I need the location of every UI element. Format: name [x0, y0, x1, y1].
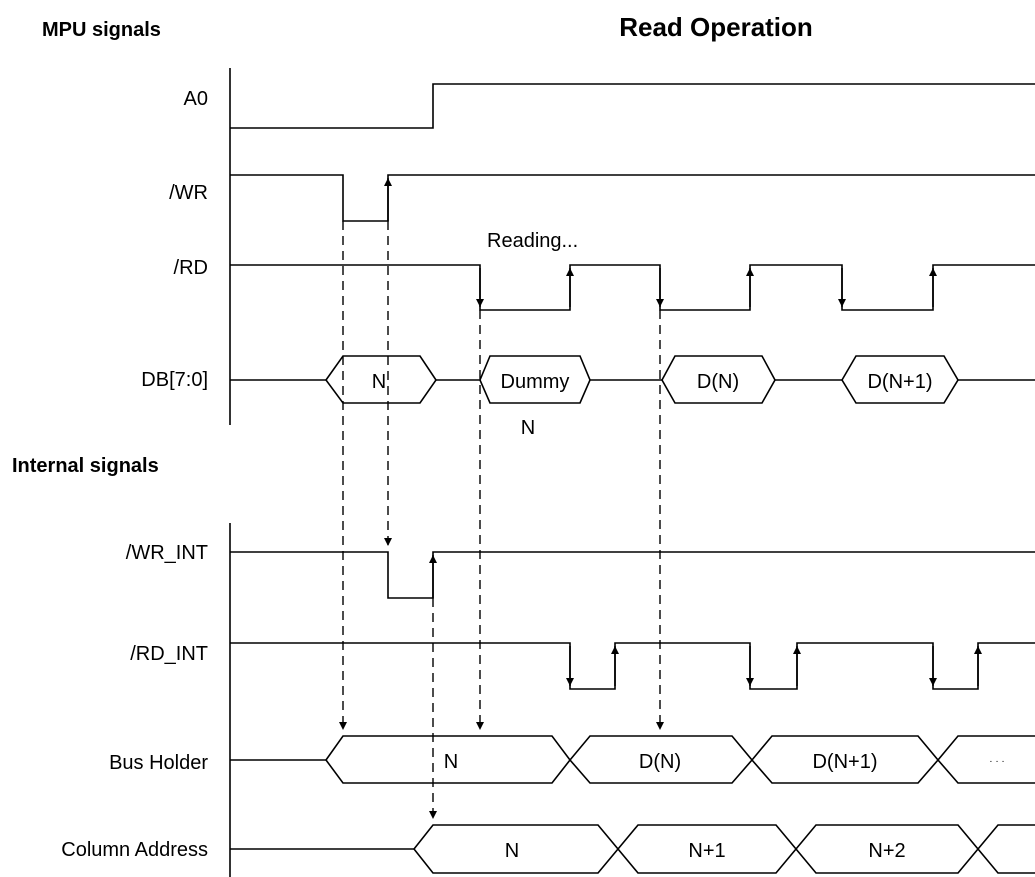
diagram-title: Read Operation [619, 12, 813, 42]
rd-waveform [230, 264, 1035, 311]
signal-label-wr: /WR [169, 182, 208, 204]
column-address-value-n: N [505, 840, 519, 862]
db-value-dummy: Dummy [501, 371, 570, 393]
column-address-cycle-next [976, 824, 1035, 874]
signal-label-bus-holder: Bus Holder [109, 752, 208, 774]
column-address-value-n2: N+2 [868, 840, 905, 862]
signal-label-column-address: Column Address [61, 839, 208, 861]
db-value-dn1: D(N+1) [867, 371, 932, 393]
signal-label-a0: A0 [184, 88, 208, 110]
rd-int-waveform [230, 642, 1035, 690]
bus-holder-value-more: · · · [989, 756, 1005, 767]
column-address-value-n1: N+1 [688, 840, 725, 862]
db-value-n: N [372, 371, 386, 393]
bus-holder-value-dn1: D(N+1) [812, 751, 877, 773]
internal-signals-heading: Internal signals [12, 455, 159, 477]
signal-label-wr-int: /WR_INT [126, 542, 208, 564]
wr-waveform [230, 174, 1035, 222]
bus-holder-value-dn: D(N) [639, 751, 681, 773]
reading-annotation: Reading... [487, 230, 578, 252]
db-value-dn: D(N) [697, 371, 739, 393]
db-dummy-subscript: N [521, 417, 535, 439]
signal-label-rd: /RD [174, 257, 208, 279]
signal-label-rd-int: /RD_INT [130, 643, 208, 665]
wr-int-waveform [230, 551, 1035, 599]
signal-label-db: DB[7:0] [141, 369, 208, 391]
mpu-signals-heading: MPU signals [42, 19, 161, 41]
bus-holder-cycle-more [936, 735, 1035, 784]
a0-waveform [230, 83, 1035, 129]
bus-holder-value-n: N [444, 751, 458, 773]
